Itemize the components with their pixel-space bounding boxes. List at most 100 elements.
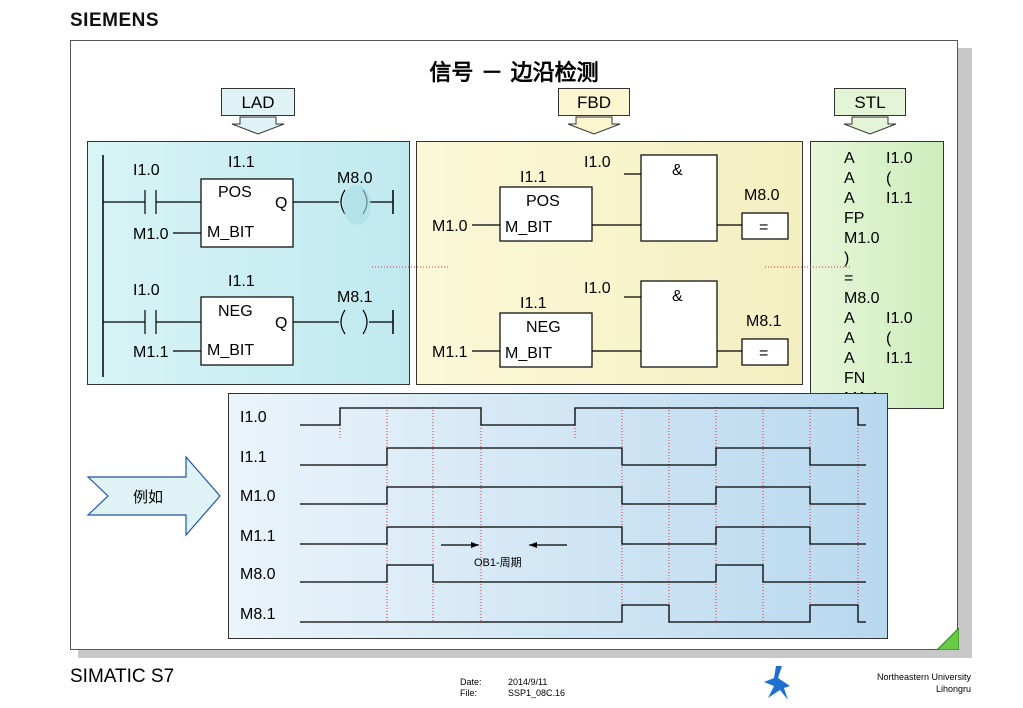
page-corner-icon bbox=[937, 628, 959, 650]
stl-operand: I1.0 bbox=[886, 310, 913, 327]
stl-line: FP bbox=[844, 209, 886, 229]
stl-op: A bbox=[844, 310, 855, 327]
signal-waveform bbox=[300, 447, 866, 466]
date-value: 2014/9/11 bbox=[508, 677, 548, 687]
cycle-label: OB1-周期 bbox=[474, 556, 522, 569]
lad-q-1: Q bbox=[275, 195, 287, 212]
footer-product: SIMATIC S7 bbox=[70, 666, 175, 687]
stl-operand: ( bbox=[886, 170, 892, 187]
stl-op: M1.0 bbox=[844, 230, 880, 247]
slide-title: 信号 － 边沿检测 bbox=[429, 61, 599, 86]
signal-waveform bbox=[300, 564, 866, 583]
stl-line: = bbox=[844, 269, 886, 289]
timing-panel bbox=[228, 393, 888, 639]
fbd-block-1: POS bbox=[526, 193, 560, 210]
stl-operand: I1.1 bbox=[886, 350, 913, 367]
timing-diagram: I1.0I1.1M1.0M1.1M8.0M8.1 OB1-周期 bbox=[240, 407, 866, 623]
fbd-and-in-1: I1.0 bbox=[584, 154, 611, 171]
tab-fbd: FBD bbox=[558, 88, 630, 116]
stl-op: = bbox=[844, 270, 854, 287]
lad-diagram: I1.0 I1.1 POS Q M8.0 M1.0 M_BIT I1.0 I1.… bbox=[102, 154, 394, 377]
lad-mbit-operand-2: M1.1 bbox=[133, 344, 169, 361]
stl-op: FN bbox=[844, 370, 866, 387]
author-name: Lihongru bbox=[935, 684, 971, 694]
stl-line: A I1.1 bbox=[844, 189, 913, 209]
stl-operand: I1.1 bbox=[886, 190, 913, 207]
lad-coil-1: M8.0 bbox=[337, 170, 373, 187]
stl-op: ) bbox=[844, 250, 850, 267]
fbd-and-2: & bbox=[672, 288, 683, 305]
stl-op: A bbox=[844, 190, 855, 207]
fbd-and-1: & bbox=[672, 162, 683, 179]
lad-contact-1: I1.0 bbox=[133, 162, 160, 179]
fbd-mbit-operand-1: M1.0 bbox=[432, 218, 468, 235]
lad-mbit-2: M_BIT bbox=[207, 342, 254, 359]
fbd-block-in-1: I1.1 bbox=[520, 169, 547, 186]
stl-line: M1.0 bbox=[844, 229, 886, 249]
stl-op: A bbox=[844, 350, 855, 367]
stl-op: FP bbox=[844, 210, 865, 227]
fbd-and-in-2: I1.0 bbox=[584, 280, 611, 297]
fbd-assign-1: = bbox=[759, 219, 768, 236]
example-label: 例如 bbox=[132, 488, 163, 506]
stl-op: A bbox=[844, 150, 855, 167]
fbd-mbit-operand-2: M1.1 bbox=[432, 344, 468, 361]
university-block: Northeastern University Lihongru bbox=[877, 671, 971, 695]
lad-mbit-1: M_BIT bbox=[207, 224, 254, 241]
lad-tag-arrow-icon bbox=[231, 116, 285, 135]
stl-line: A I1.1 bbox=[844, 349, 913, 369]
fbd-mbit-2: M_BIT bbox=[505, 345, 552, 362]
lad-mbit-operand-1: M1.0 bbox=[133, 226, 169, 243]
fbd-mbit-1: M_BIT bbox=[505, 219, 552, 236]
siemens-logo: SIEMENS bbox=[70, 10, 160, 31]
fbd-block-in-2: I1.1 bbox=[520, 295, 547, 312]
fbd-panel bbox=[416, 141, 803, 385]
fbd-tag-arrow-icon bbox=[567, 116, 621, 135]
university-name: Northeastern University bbox=[876, 672, 971, 682]
stl-line: ) bbox=[844, 249, 886, 269]
lad-block-1: POS bbox=[218, 184, 252, 201]
signal-waveform bbox=[300, 407, 866, 426]
stl-operand: ( bbox=[886, 330, 892, 347]
fbd-out-2: M8.1 bbox=[746, 313, 782, 330]
lad-block-2: NEG bbox=[218, 303, 253, 320]
cycle-arrow-left-icon-head bbox=[471, 542, 479, 548]
signal-name-1: I1.1 bbox=[240, 449, 267, 466]
signal-name-4: M8.0 bbox=[240, 566, 276, 583]
example-arrow-icon bbox=[86, 455, 221, 537]
stl-line: A I1.0 bbox=[844, 149, 913, 169]
stl-line: A( bbox=[844, 169, 891, 189]
stl-line: A I1.0 bbox=[844, 309, 913, 329]
date-label: Date: bbox=[460, 677, 482, 687]
stl-op: A bbox=[844, 330, 855, 347]
stl-tag-arrow-icon bbox=[843, 116, 897, 135]
fbd-block-2: NEG bbox=[526, 319, 561, 336]
lad-block-in-2: I1.1 bbox=[228, 273, 255, 290]
tab-lad: LAD bbox=[221, 88, 295, 116]
stl-line: M8.0 bbox=[844, 289, 886, 309]
stl-op: M8.0 bbox=[844, 290, 880, 307]
signal-waveform bbox=[300, 486, 866, 505]
signal-waveform bbox=[300, 604, 866, 623]
stl-line: A( bbox=[844, 329, 891, 349]
lad-contact-2: I1.0 bbox=[133, 282, 160, 299]
lad-q-2: Q bbox=[275, 315, 287, 332]
signal-name-5: M8.1 bbox=[240, 606, 276, 623]
stl-operand: I1.0 bbox=[886, 150, 913, 167]
file-value: SSP1_08C.16 bbox=[508, 688, 566, 698]
stl-line: FN bbox=[844, 369, 886, 389]
fbd-out-1: M8.0 bbox=[744, 187, 780, 204]
signal-name-3: M1.1 bbox=[240, 528, 276, 545]
signal-name-0: I1.0 bbox=[240, 409, 267, 426]
fbd-diagram: I1.0 & I1.1 POS M1.0 M_BIT M8.0 = I1.0 &… bbox=[432, 154, 789, 368]
lad-coil-2: M8.1 bbox=[337, 289, 373, 306]
signal-waveform bbox=[300, 526, 866, 545]
lad-block-in-1: I1.1 bbox=[228, 154, 255, 171]
stl-op: A bbox=[844, 170, 855, 187]
university-logo-icon bbox=[764, 666, 790, 700]
signal-name-2: M1.0 bbox=[240, 488, 276, 505]
file-label: File: bbox=[460, 688, 478, 698]
cycle-arrow-right-icon-head bbox=[529, 542, 537, 548]
stl-listing: AI1.0A(AI1.1FPM1.0)=M8.0AI1.0A(AI1.1FNM1… bbox=[810, 149, 944, 407]
